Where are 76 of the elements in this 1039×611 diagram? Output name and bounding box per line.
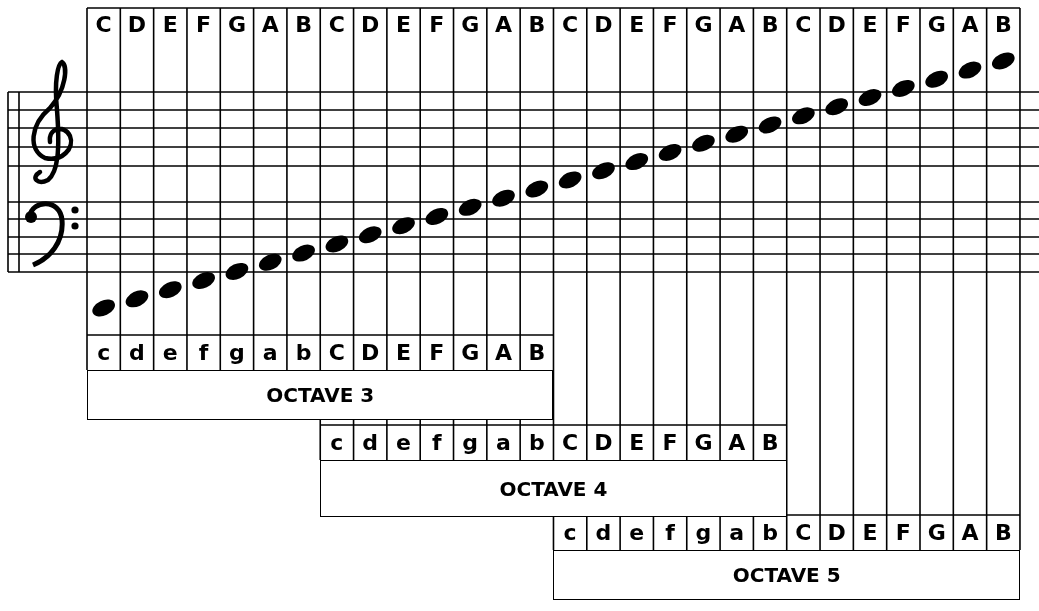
note-letter: E [161, 14, 179, 36]
note-letter: G [926, 522, 947, 544]
note-letter: c [329, 432, 345, 454]
octave-label: OCTAVE 4 [499, 476, 608, 501]
note-letter: f [664, 522, 676, 544]
note-letter: e [628, 522, 646, 544]
note-letter: G [460, 14, 481, 36]
note-letter: f [431, 432, 443, 454]
note-letter: D [360, 14, 381, 36]
note-letter: B [760, 432, 780, 454]
note-letter: G [926, 14, 947, 36]
note-letter: f [197, 342, 210, 364]
note-letter: c [562, 522, 578, 544]
note-letter: C [794, 14, 813, 36]
note-letter: E [628, 432, 646, 454]
note-letter: g [228, 342, 246, 364]
note-letter: A [493, 14, 513, 36]
note-letter: G [693, 432, 714, 454]
note-letter: A [727, 432, 747, 454]
octave-band [87, 370, 554, 420]
note-letter: F [661, 14, 679, 36]
note-letter: d [594, 522, 613, 544]
note-letter: C [327, 342, 346, 364]
note-letter: B [760, 14, 780, 36]
note-letter: E [861, 14, 879, 36]
note-letter: C [794, 522, 813, 544]
note-letter: F [428, 14, 446, 36]
note-letter: G [226, 14, 247, 36]
note-letter: A [493, 342, 513, 364]
note-letter: a [728, 522, 746, 544]
note-letter: F [894, 522, 912, 544]
note-letter: c [96, 342, 112, 364]
note-letter: D [360, 342, 381, 364]
note-letter: B [993, 14, 1013, 36]
note-letter: C [327, 14, 346, 36]
note-letter: g [694, 522, 713, 544]
note-letter: G [460, 342, 481, 364]
note-letter: F [195, 14, 213, 36]
note-letter: A [727, 14, 747, 36]
note-letter: B [527, 342, 547, 364]
note-letter: B [527, 14, 547, 36]
note-letter: d [128, 342, 146, 364]
note-letter: F [894, 14, 912, 36]
note-letter: B [993, 522, 1013, 544]
note-letter: A [960, 522, 980, 544]
note-letter: e [161, 342, 179, 364]
note-letter: b [527, 432, 546, 454]
note-letter: a [495, 432, 512, 454]
note-letter: g [461, 432, 480, 454]
note-letter: E [861, 522, 879, 544]
note-letter: a [261, 342, 279, 364]
note-letter: A [960, 14, 980, 36]
note-letter: G [693, 14, 714, 36]
note-letter: E [395, 14, 413, 36]
note-letter: e [395, 432, 412, 454]
note-letter: D [826, 522, 847, 544]
octave-band [553, 550, 1020, 600]
note-letter: D [593, 14, 614, 36]
note-letter: C [94, 14, 113, 36]
note-letter: E [628, 14, 646, 36]
note-letter: C [561, 432, 580, 454]
octave-band [320, 460, 787, 517]
note-letter: C [561, 14, 580, 36]
note-letter: D [126, 14, 148, 36]
note-letter: F [428, 342, 446, 364]
note-letter: B [294, 14, 313, 36]
note-letter: A [260, 14, 280, 36]
note-letter: D [593, 432, 614, 454]
note-letter: d [361, 432, 380, 454]
octave-label: OCTAVE 5 [732, 563, 841, 587]
note-letter: D [826, 14, 847, 36]
octave-label: OCTAVE 3 [266, 383, 375, 407]
note-letter: b [294, 342, 313, 364]
note-letter: F [661, 432, 679, 454]
note-letter: E [395, 342, 413, 364]
note-letter: b [761, 522, 779, 544]
